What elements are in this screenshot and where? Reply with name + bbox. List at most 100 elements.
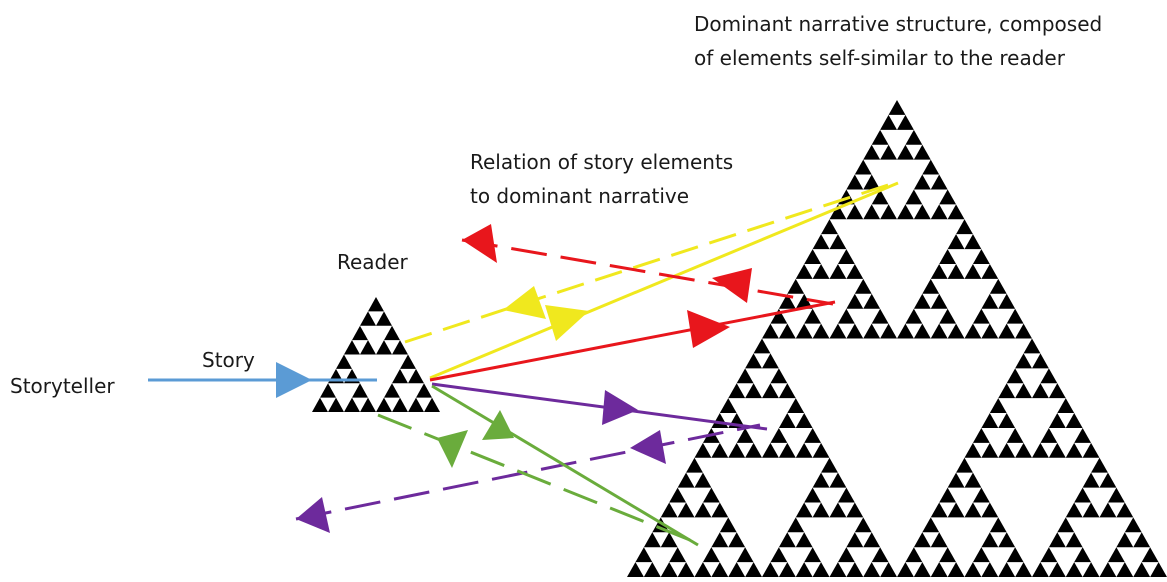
- fractal-cell: [981, 323, 999, 339]
- fractal-cell: [812, 234, 830, 250]
- fractal-cell: [344, 397, 360, 412]
- story-label: Story: [202, 348, 255, 372]
- fractal-cell: [905, 129, 923, 145]
- fractal-cell: [1065, 413, 1083, 428]
- fractal-cell: [905, 189, 923, 205]
- fractal-cell: [669, 547, 687, 563]
- fractal-cell: [846, 204, 864, 220]
- fractal-cell: [702, 547, 720, 563]
- dominant-narrative-label-line-1: Dominant narrative structure, composed: [694, 12, 1103, 36]
- fractal-cell: [913, 174, 931, 190]
- fractal-cell: [972, 487, 990, 503]
- fractal-cell: [981, 532, 999, 548]
- fractal-cell: [711, 532, 729, 548]
- fractal-cell: [1065, 562, 1083, 577]
- fractal-cell: [897, 144, 914, 160]
- fractal-cell: [360, 397, 376, 412]
- fractal-cell: [829, 472, 847, 488]
- fractal-cell: [1048, 442, 1066, 458]
- fractal-cell: [947, 204, 965, 220]
- fractal-cell: [1116, 502, 1134, 518]
- fractal-cell: [854, 278, 872, 294]
- fractal-cell: [376, 397, 392, 412]
- fractal-cell: [930, 204, 948, 220]
- fractal-cell: [854, 159, 872, 175]
- relation-label-line-1: Relation of story elements: [470, 150, 734, 174]
- fractal-cell: [1048, 383, 1066, 399]
- fractal-cell: [905, 308, 923, 324]
- fractal-cell: [939, 189, 957, 205]
- fractal-cell: [660, 502, 678, 518]
- fractal-cell: [677, 502, 695, 518]
- yellow-solid-line: [429, 181, 899, 380]
- fractal-cell: [1040, 427, 1058, 443]
- fractal-cell: [778, 442, 796, 458]
- fractal-cell: [947, 263, 965, 279]
- fractal-cell: [1015, 353, 1032, 369]
- fractal-cell: [863, 204, 881, 220]
- fractal-cell: [964, 263, 982, 279]
- fractal-cell: [694, 562, 712, 577]
- fractal-cell: [778, 383, 796, 399]
- storyteller-label: Storyteller: [10, 374, 115, 398]
- fractal-cell: [956, 457, 973, 473]
- fractal-cell: [821, 219, 838, 235]
- fractal-cell: [989, 517, 1007, 533]
- fractal-cell: [905, 547, 923, 563]
- fractal-cell: [939, 308, 957, 324]
- fractal-cell: [829, 263, 847, 279]
- fractal-cell: [392, 368, 408, 384]
- fractal-cell: [804, 427, 822, 443]
- fractal-cell: [981, 502, 999, 518]
- fractal-cell: [368, 297, 384, 312]
- fractal-cell: [1082, 502, 1100, 518]
- fractal-cell: [1082, 472, 1100, 488]
- red-solid-arrowhead: [687, 310, 730, 348]
- fractal-cell: [795, 502, 813, 518]
- fractal-cell: [694, 472, 712, 488]
- fractal-cell: [344, 340, 360, 355]
- fractal-cell: [930, 323, 948, 339]
- red-dashed-arrowhead: [462, 224, 497, 263]
- fractal-cell: [728, 532, 746, 548]
- fractal-cell: [981, 442, 999, 458]
- fractal-cell: [1032, 562, 1049, 577]
- fractal-cell: [998, 562, 1016, 577]
- fractal-cell: [812, 442, 830, 458]
- fractal-cell: [888, 100, 906, 115]
- fractal-cell: [863, 144, 881, 160]
- fractal-cell: [846, 323, 864, 339]
- fractal-cell: [837, 249, 855, 264]
- fractal-cell: [981, 293, 999, 309]
- fractal-cell: [964, 234, 982, 250]
- fractal-cell: [913, 204, 931, 220]
- fractal-cell: [736, 368, 754, 384]
- fractal-cell: [829, 562, 847, 577]
- fractal-cell: [837, 487, 855, 503]
- fractal-cell: [880, 323, 897, 339]
- fractal-cell: [745, 353, 762, 369]
- fractal-cell: [660, 562, 678, 577]
- fractal-cell: [1082, 562, 1100, 577]
- fractal-cell: [1091, 457, 1108, 473]
- fractal-cell: [829, 234, 847, 250]
- fractal-cell: [939, 487, 957, 503]
- fractal-cell: [804, 547, 822, 563]
- fractal-cell: [821, 457, 838, 473]
- yellow-solid-arrowhead: [545, 305, 589, 341]
- fractal-cell: [863, 562, 881, 577]
- fractal-cell: [998, 323, 1016, 339]
- fractal-cell: [922, 517, 940, 533]
- fractal-cell: [787, 398, 805, 414]
- fractal-cell: [998, 532, 1016, 548]
- fractal-cell: [1133, 562, 1151, 577]
- fractal-cell: [1133, 532, 1151, 548]
- fractal-cell: [736, 547, 754, 563]
- fractal-cell: [897, 323, 914, 339]
- fractal-cell: [762, 353, 779, 369]
- fractal-cell: [376, 340, 392, 355]
- fractal-cell: [837, 308, 855, 324]
- fractal-cell: [947, 234, 965, 250]
- fractal-cell: [384, 325, 400, 341]
